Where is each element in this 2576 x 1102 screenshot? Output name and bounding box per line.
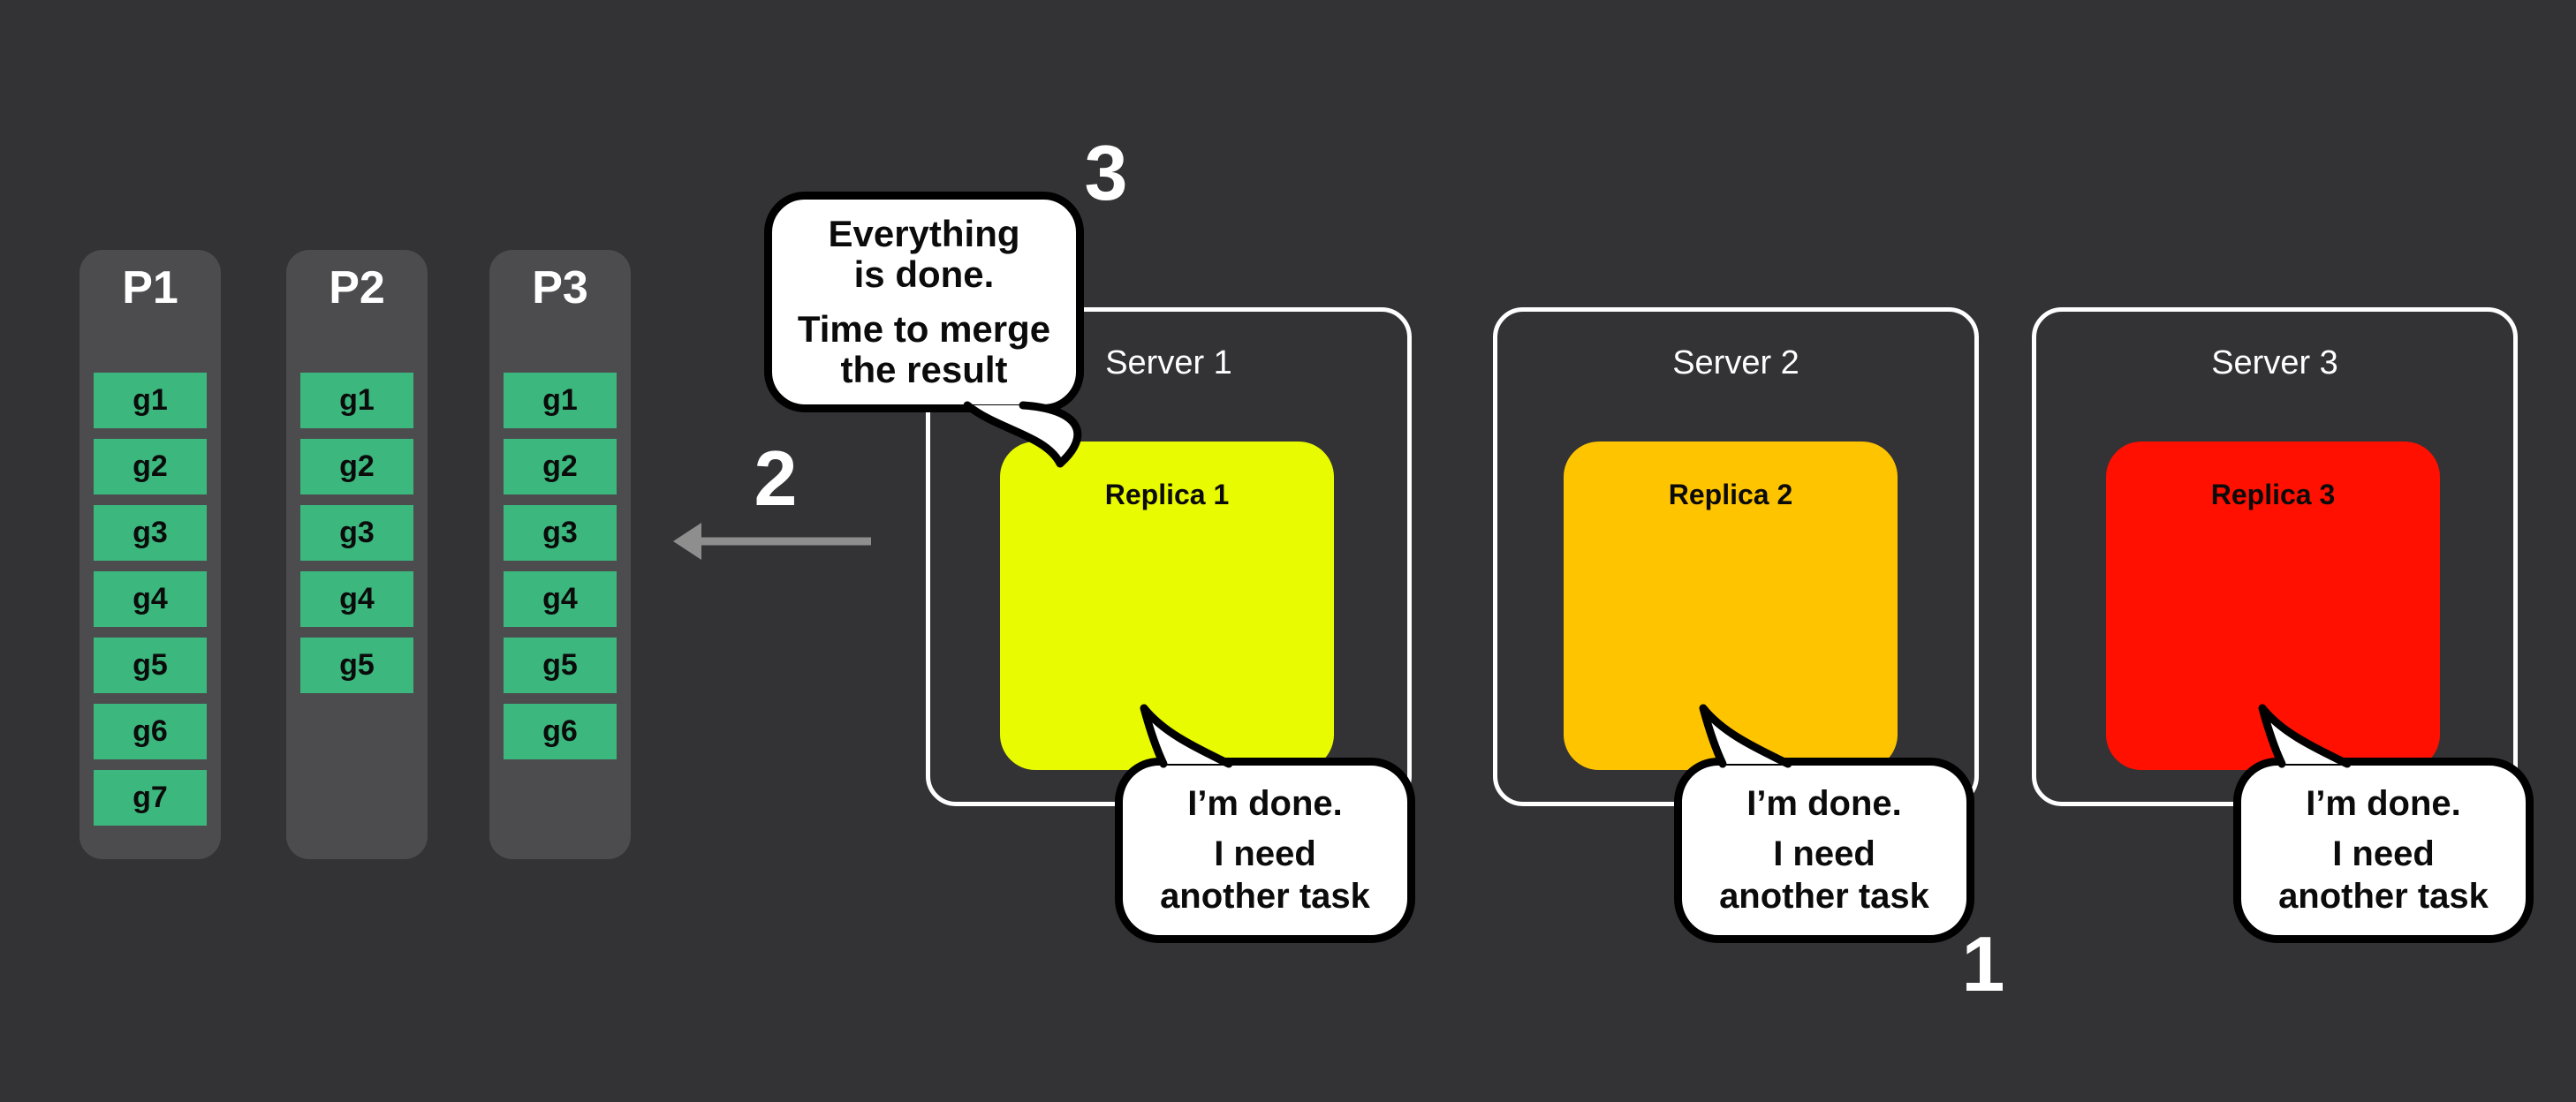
task-chip: g3 (504, 505, 617, 561)
merge-bubble-text: Time to merge the result (797, 308, 1051, 391)
step-3-label: 3 (1084, 129, 1128, 216)
task-chip: g1 (300, 373, 413, 428)
server-1-bubble-tail (1140, 704, 1233, 768)
merge-bubble-tail (963, 401, 1082, 468)
task-chip: g2 (504, 439, 617, 494)
merge-bubble-text: Everything is done. (828, 212, 1020, 295)
done-bubble-text: I need another task (2278, 834, 2489, 916)
server-2-title: Server 2 (1672, 344, 1799, 381)
done-bubble-text: I’m done. (1187, 784, 1343, 824)
replica-2-label: Replica 2 (1668, 479, 1793, 510)
task-chip: g6 (94, 704, 207, 759)
task-chip: g5 (300, 638, 413, 693)
replica-1-label: Replica 1 (1104, 479, 1230, 510)
partition-p1: P1 g1 g2 g3 g4 g5 g6 g7 (80, 250, 221, 859)
server-3-bubble-tail (2258, 704, 2352, 768)
partition-p3: P3 g1 g2 g3 g4 g5 g6 (489, 250, 631, 859)
task-chip: g5 (504, 638, 617, 693)
server-1-title: Server 1 (1105, 344, 1232, 381)
server-3-title: Server 3 (2211, 344, 2338, 381)
partition-title: P3 (532, 262, 588, 313)
partition-p3-tasks: g1 g2 g3 g4 g5 g6 (504, 373, 617, 770)
task-chip: g3 (94, 505, 207, 561)
replica-1: Replica 1 (1000, 442, 1334, 770)
task-chip: g2 (94, 439, 207, 494)
done-bubble-text: I’m done. (1746, 784, 1902, 824)
task-chip: g7 (94, 770, 207, 826)
task-chip: g6 (504, 704, 617, 759)
task-chip: g1 (504, 373, 617, 428)
server-3-done-bubble: I’m done. I need another task (2233, 758, 2534, 943)
task-chip: g5 (94, 638, 207, 693)
server-2-bubble-tail (1699, 704, 1792, 768)
task-chip: g1 (94, 373, 207, 428)
done-bubble-text: I’m done. (2306, 784, 2461, 824)
task-chip: g4 (300, 571, 413, 627)
done-bubble-text: I need another task (1160, 834, 1370, 916)
step-2-label: 2 (754, 434, 798, 522)
partition-p2-tasks: g1 g2 g3 g4 g5 (300, 373, 413, 704)
replica-2: Replica 2 (1564, 442, 1898, 770)
merge-speech-bubble: Everything is done. Time to merge the re… (764, 192, 1084, 412)
task-chip: g2 (300, 439, 413, 494)
partition-p2: P2 g1 g2 g3 g4 g5 (286, 250, 428, 859)
task-chip: g3 (300, 505, 413, 561)
task-chip: g4 (504, 571, 617, 627)
partition-title: P2 (329, 262, 385, 313)
partition-title: P1 (122, 262, 178, 313)
partition-p1-tasks: g1 g2 g3 g4 g5 g6 g7 (94, 373, 207, 836)
step-1-label: 1 (1961, 920, 2005, 1008)
task-chip: g4 (94, 571, 207, 627)
replica-3-label: Replica 3 (2210, 479, 2336, 510)
server-1-done-bubble: I’m done. I need another task (1115, 758, 1415, 943)
done-bubble-text: I need another task (1719, 834, 1929, 916)
merge-arrow-icon (673, 523, 871, 560)
server-2-done-bubble: I’m done. I need another task (1674, 758, 1974, 943)
